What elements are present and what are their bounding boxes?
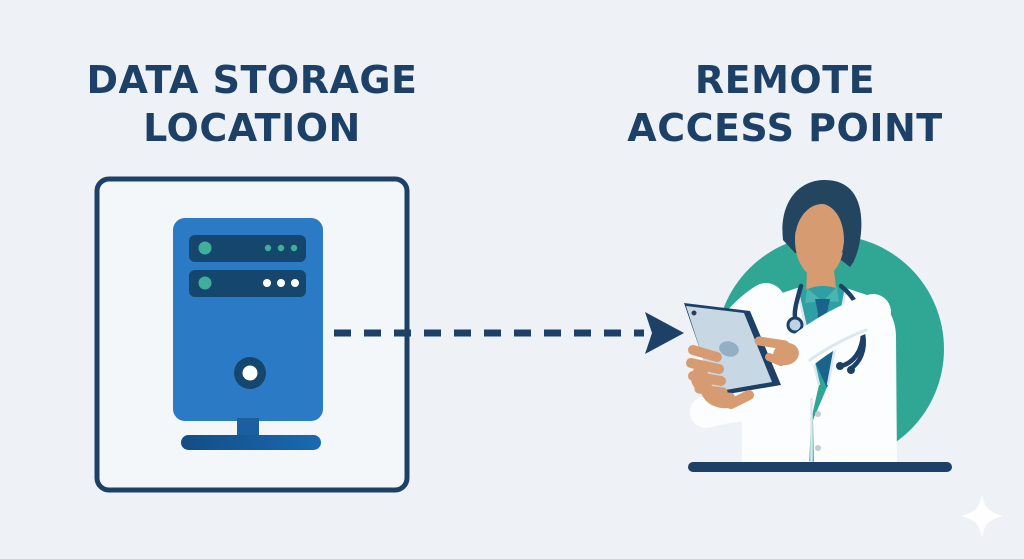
doctor-hair-front bbox=[791, 187, 858, 265]
doctor-collar-right bbox=[823, 287, 839, 302]
server-power-button-center bbox=[242, 365, 258, 381]
thumb bbox=[765, 353, 785, 366]
server-dot bbox=[263, 279, 271, 287]
index-finger bbox=[754, 336, 790, 350]
server-dot bbox=[264, 244, 272, 252]
server-stand-stem bbox=[237, 418, 259, 438]
right-title-line2: ACCESS POINT bbox=[627, 106, 943, 150]
server-led-2 bbox=[198, 276, 212, 290]
right-title-line1: REMOTE bbox=[694, 58, 876, 102]
doctor-right-sleeve bbox=[783, 294, 891, 370]
finger bbox=[688, 345, 722, 362]
stethoscope-chestpiece bbox=[786, 316, 804, 334]
arrow-head bbox=[645, 312, 684, 354]
left-title-line1: DATA STORAGE bbox=[86, 58, 418, 102]
doctor-face bbox=[795, 203, 844, 278]
coat-button bbox=[815, 411, 821, 417]
stethoscope-eartip bbox=[847, 366, 855, 374]
server-dot bbox=[291, 279, 299, 287]
doctor-sideburn bbox=[842, 243, 854, 263]
stethoscope-tube-left bbox=[792, 283, 804, 320]
doctor-tie-knot bbox=[815, 299, 830, 313]
ground-line bbox=[688, 462, 952, 472]
server-dot bbox=[277, 279, 285, 287]
server-stand-base bbox=[181, 435, 321, 450]
doctor-illustration bbox=[684, 179, 952, 472]
left-title-line2: LOCATION bbox=[143, 106, 361, 150]
stethoscope-eartip bbox=[836, 362, 844, 370]
coat-button bbox=[815, 445, 821, 451]
server-dot bbox=[277, 244, 285, 252]
server-drive-slot-1 bbox=[189, 235, 306, 262]
doctor-coat-right bbox=[813, 288, 897, 468]
finger bbox=[686, 358, 724, 374]
right-sleeve-shadow bbox=[808, 328, 868, 362]
doctor-forearm-sleeve bbox=[690, 388, 803, 428]
doctor-pointing-hand bbox=[754, 336, 799, 366]
server-dot bbox=[290, 244, 298, 252]
server-drive-slot-2 bbox=[189, 270, 306, 297]
server-body bbox=[173, 218, 323, 421]
server-icon bbox=[173, 218, 323, 450]
left-title: DATA STORAGE LOCATION bbox=[40, 56, 464, 152]
data-flow-arrow bbox=[334, 312, 684, 354]
sparkle-icon bbox=[961, 494, 1003, 538]
tablet-camera-dot bbox=[691, 310, 697, 316]
finger bbox=[694, 384, 728, 397]
doctor-left-hand bbox=[686, 345, 754, 409]
server-led-1 bbox=[198, 241, 212, 255]
tablet-screen-oval bbox=[719, 341, 739, 357]
right-title: REMOTE ACCESS POINT bbox=[585, 56, 985, 152]
finger bbox=[688, 371, 726, 386]
thumb bbox=[726, 390, 754, 409]
